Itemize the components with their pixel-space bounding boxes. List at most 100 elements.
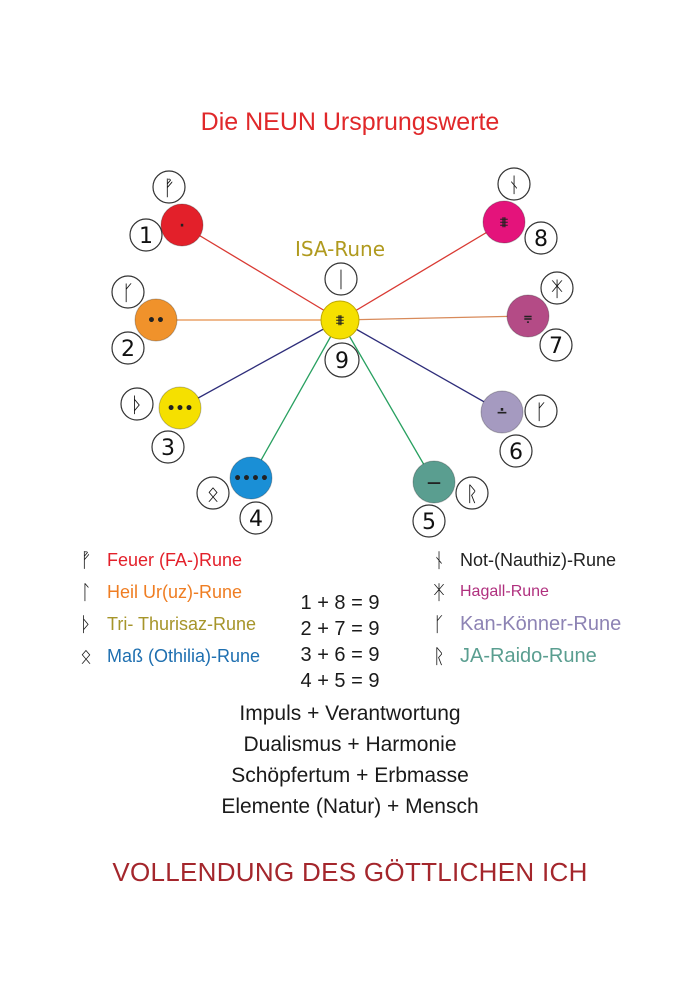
value-node: · ᚡ1 — [129, 170, 204, 252]
center-rune-circle — [324, 262, 358, 296]
value-nodes: ·ᚡ1••ᚴ2•••ᚦ3••••ᛟ4—ᚱ5∸ᚴ6⩦ᛡ7⩨ᚾ8 — [111, 167, 574, 538]
value-disc — [160, 203, 204, 247]
connection-line — [339, 319, 503, 413]
legend-label: Not-(Nauthiz)-Rune — [460, 550, 617, 570]
rune-icon: ᚡ — [80, 548, 92, 572]
legend-label: Maß (Othilia)-Rune — [107, 646, 261, 666]
rune-icon: ᚴ — [122, 281, 135, 305]
connection-line — [339, 221, 505, 321]
legend-item: ᚾ Not-(Nauthiz)-Rune — [428, 544, 621, 576]
rune-icon: ᛡ — [433, 580, 445, 604]
node-number: 8 — [534, 227, 548, 252]
legend-item: ᛟ Maß (Othilia)-Rune — [75, 640, 260, 672]
node-number: 7 — [549, 334, 563, 359]
rune-icon: ᚱ — [466, 482, 479, 506]
dot-marks: ⩦ — [524, 309, 532, 325]
connection-lines — [156, 221, 529, 483]
value-pair: Impuls + Verantwortung — [239, 702, 461, 725]
center-number-circle — [324, 342, 360, 378]
value-disc — [229, 456, 273, 500]
center-node: ISA-Rune ᛁ ⩨ 9 — [295, 237, 385, 378]
node-number: 6 — [509, 440, 523, 465]
dot-marks: · — [179, 218, 184, 234]
rune-icon: ᛟ — [207, 482, 220, 506]
node-number: 5 — [422, 510, 436, 535]
value-pairs: Impuls + Verantwortung Dualismus + Harmo… — [0, 698, 700, 822]
number-circle — [539, 328, 573, 362]
connection-line — [339, 319, 435, 483]
rune-circle — [120, 387, 154, 421]
equations: 1 + 8 = 9 2 + 7 = 9 3 + 6 = 9 4 + 5 = 9 — [270, 590, 410, 694]
rune-circle — [524, 394, 558, 428]
rune-circle — [497, 167, 531, 201]
legend-label: Kan-Könner-Rune — [460, 613, 622, 635]
node-number: 2 — [121, 337, 135, 362]
equation: 2 + 7 = 9 — [300, 618, 380, 640]
value-node: ••• ᚦ3 — [120, 386, 202, 464]
connection-line — [339, 315, 529, 321]
rune-icon: ᚦ — [80, 612, 92, 636]
dot-marks: ••• — [167, 401, 194, 417]
value-disc — [158, 386, 202, 430]
rune-circle — [540, 271, 574, 305]
center-disc-marks: ⩨ — [336, 313, 344, 329]
rune-icon: ᛚ — [80, 580, 92, 604]
center-disc — [320, 300, 360, 340]
dot-marks: — — [427, 475, 441, 491]
center-rune: ᛁ — [334, 268, 347, 293]
rune-icon: ᛟ — [80, 644, 92, 668]
node-number: 3 — [161, 436, 175, 461]
rune-icon: ᚴ — [535, 400, 548, 424]
legend-item: ᚦ Tri- Thurisaz-Rune — [75, 608, 260, 640]
number-circle — [412, 504, 446, 538]
dot-marks: ⩨ — [500, 215, 508, 231]
value-disc — [482, 200, 526, 244]
node-number: 4 — [249, 507, 263, 532]
dot-marks: •••• — [233, 471, 269, 487]
value-disc — [506, 294, 550, 338]
number-circle — [499, 434, 533, 468]
equation: 1 + 8 = 9 — [300, 592, 380, 614]
closing-statement: VOLLENDUNG DES GÖTTLICHEN ICH — [112, 857, 588, 887]
value-pair: Schöpfertum + Erbmasse — [231, 764, 469, 787]
rune-circle — [111, 275, 145, 309]
legend-label: JA-Raido-Rune — [460, 645, 597, 667]
connection-line — [179, 319, 341, 409]
dot-marks: ∸ — [496, 405, 508, 421]
value-pair: Elemente (Natur) + Mensch — [221, 795, 479, 818]
dot-marks: •• — [147, 313, 165, 329]
value-node: ∸ ᚴ6 — [480, 390, 558, 468]
number-circle — [111, 331, 145, 365]
value-node: ⩨ᚾ8 — [482, 167, 558, 255]
value-disc — [480, 390, 524, 434]
legend-item: ᛚ Heil Ur(uz)-Rune — [75, 576, 260, 608]
value-node: — ᚱ 5 — [412, 460, 489, 538]
connection-line — [181, 224, 341, 321]
node-number: 1 — [139, 224, 153, 249]
legend-item: ᚴ Kan-Könner-Rune — [428, 608, 621, 640]
center-number: 9 — [335, 349, 349, 374]
number-circle — [129, 218, 163, 252]
equation: 4 + 5 = 9 — [300, 670, 380, 692]
rune-icon: ᚾ — [433, 548, 445, 572]
rune-circle — [196, 476, 230, 510]
connection-line — [250, 319, 341, 479]
legend-label: Heil Ur(uz)-Rune — [107, 582, 243, 602]
value-disc — [134, 298, 178, 342]
number-circle — [239, 501, 273, 535]
rune-icon: ᚴ — [433, 612, 445, 636]
center-label: ISA-Rune — [295, 237, 385, 261]
value-pair: Dualismus + Harmonie — [243, 733, 457, 756]
rune-icon: ᚡ — [163, 176, 176, 200]
value-disc — [412, 460, 456, 504]
page-title: Die NEUN Ursprungswerte — [200, 108, 500, 136]
rune-icon: ᚱ — [433, 644, 445, 668]
rune-circle — [152, 170, 186, 204]
value-node: •• ᚴ 2 — [111, 275, 178, 365]
equation: 3 + 6 = 9 — [300, 644, 380, 666]
legend-label: Tri- Thurisaz-Rune — [107, 614, 257, 634]
rune-icon: ᚦ — [131, 393, 144, 417]
rune-icon: ᛡ — [551, 277, 564, 301]
